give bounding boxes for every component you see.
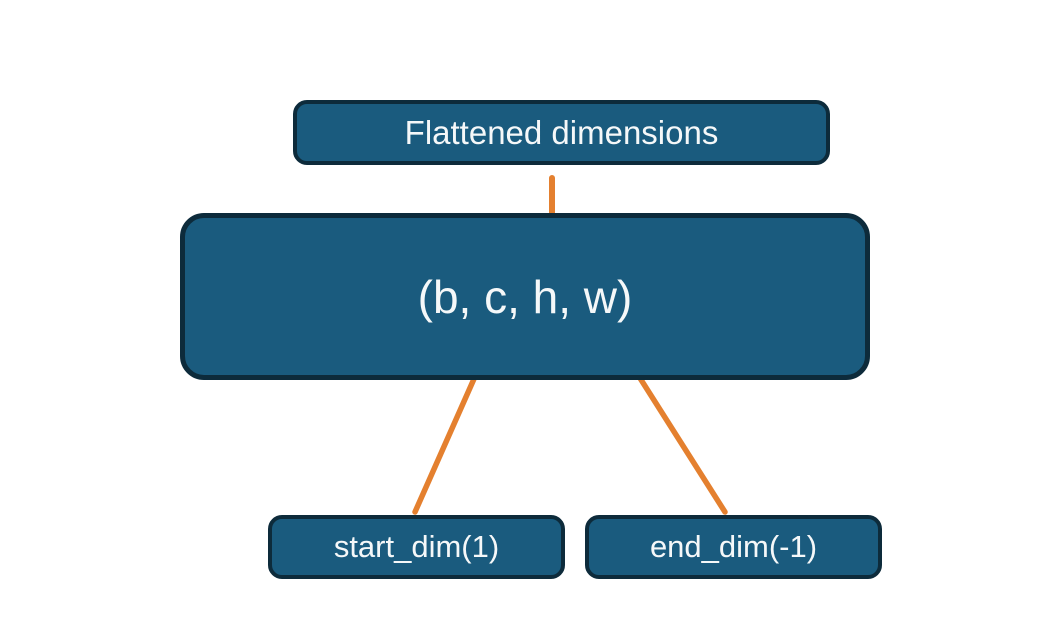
- start-dim-box: start_dim(1): [268, 515, 565, 579]
- flattened-dimensions-box: Flattened dimensions: [293, 100, 830, 165]
- tensor-shape-box: (b, c, h, w): [180, 213, 870, 380]
- flattened-dimensions-label: Flattened dimensions: [404, 113, 719, 151]
- end-dim-box: end_dim(-1): [585, 515, 882, 579]
- end-dim-label: end_dim(-1): [649, 529, 818, 564]
- tensor-shape-label: (b, c, h, w): [417, 270, 633, 323]
- start-dim-label: start_dim(1): [333, 529, 500, 564]
